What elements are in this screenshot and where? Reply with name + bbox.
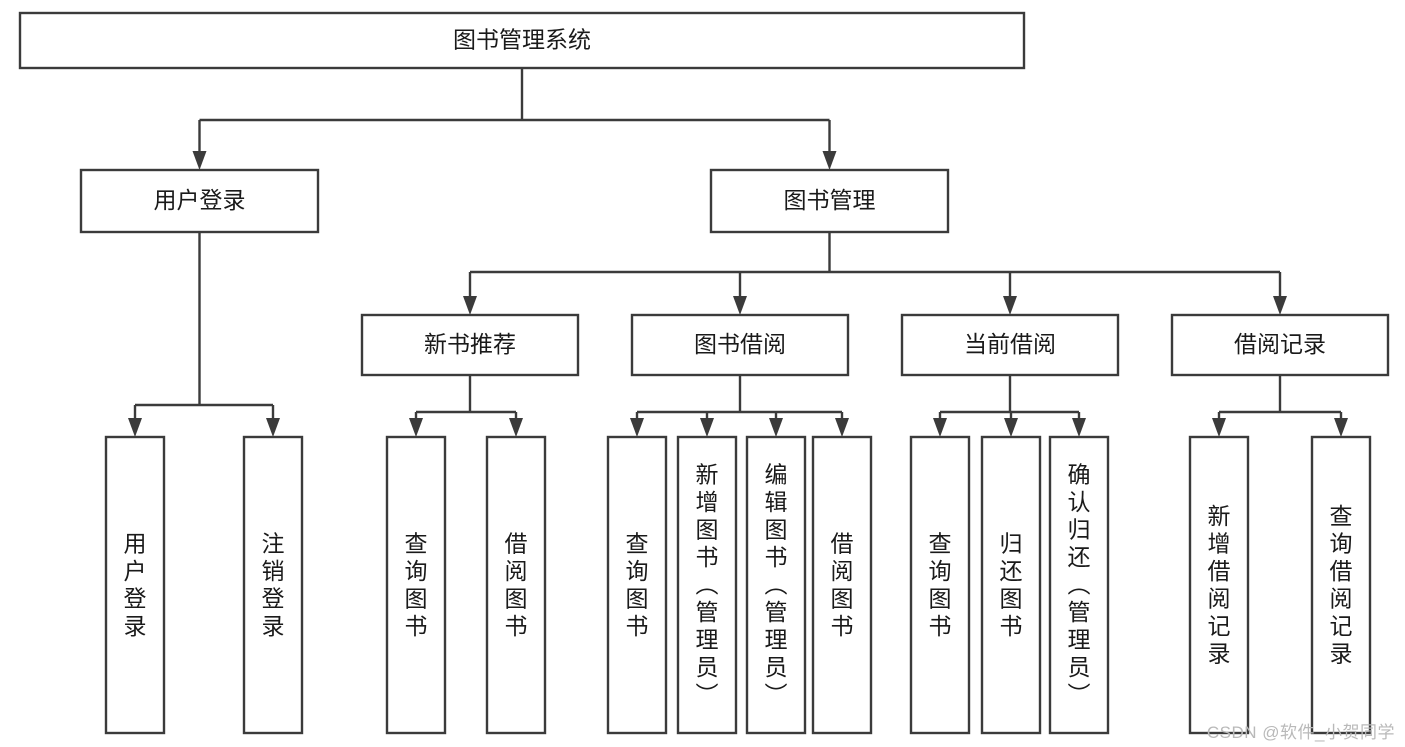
node-label: 查询借阅记录 <box>1330 503 1353 667</box>
node-box <box>104 435 166 735</box>
node-box <box>79 168 320 234</box>
watermark-text: CSDN @软件_小贺同学 <box>1206 723 1395 742</box>
node-label: 图书借阅 <box>694 331 786 357</box>
node-leaf-edit-book[interactable]: 编辑图书︵管理员︶ <box>745 435 807 735</box>
node-leaf-query-book-1[interactable]: 查询图书 <box>385 435 447 735</box>
node-book-borrow[interactable]: 图书借阅 <box>630 313 850 377</box>
node-box <box>242 435 304 735</box>
node-label: 图书管理 <box>784 187 876 213</box>
node-user-login[interactable]: 用户登录 <box>79 168 320 234</box>
node-box <box>1170 313 1390 377</box>
node-label: 当前借阅 <box>964 331 1056 357</box>
node-box <box>1310 435 1372 735</box>
node-box <box>485 435 547 735</box>
node-label: 图书管理系统 <box>453 27 591 53</box>
node-leaf-return-book[interactable]: 归还图书 <box>980 435 1042 735</box>
node-box <box>676 435 738 735</box>
node-box <box>385 435 447 735</box>
node-leaf-add-record[interactable]: 新增借阅记录 <box>1188 435 1250 735</box>
node-label: 归还图书 <box>1000 530 1023 639</box>
node-leaf-add-book[interactable]: 新增图书︵管理员︶ <box>676 435 738 735</box>
node-label: 查询图书 <box>405 530 428 639</box>
node-box <box>1048 435 1110 735</box>
node-borrow-record[interactable]: 借阅记录 <box>1170 313 1390 377</box>
node-root[interactable]: 图书管理系统 <box>18 11 1026 70</box>
node-new-book-rec[interactable]: 新书推荐 <box>360 313 580 377</box>
node-box <box>811 435 873 735</box>
node-box <box>980 435 1042 735</box>
node-box <box>1188 435 1250 735</box>
node-label: 注销登录 <box>262 530 285 639</box>
node-box <box>900 313 1120 377</box>
node-leaf-query-book-2[interactable]: 查询图书 <box>606 435 668 735</box>
node-label: 借阅记录 <box>1234 331 1326 357</box>
node-label: 借阅图书 <box>505 530 528 639</box>
node-leaf-query-record[interactable]: 查询借阅记录 <box>1310 435 1372 735</box>
node-box <box>360 313 580 377</box>
node-label: 新增图书︵管理员︶ <box>696 462 719 708</box>
node-box <box>745 435 807 735</box>
node-box <box>18 11 1026 70</box>
node-label: 确认归还︵管理员︶ <box>1068 462 1091 708</box>
node-label: 新书推荐 <box>424 331 516 357</box>
node-box <box>909 435 971 735</box>
node-label: 新增借阅记录 <box>1208 503 1231 667</box>
node-leaf-logout[interactable]: 注销登录 <box>242 435 304 735</box>
node-box <box>630 313 850 377</box>
node-book-manage[interactable]: 图书管理 <box>709 168 950 234</box>
node-box <box>709 168 950 234</box>
node-label: 用户登录 <box>154 187 246 213</box>
node-label: 借阅图书 <box>831 530 854 639</box>
node-label: 编辑图书︵管理员︶ <box>765 462 788 708</box>
node-label: 查询图书 <box>929 530 952 639</box>
node-current-borrow[interactable]: 当前借阅 <box>900 313 1120 377</box>
node-leaf-borrow-book-2[interactable]: 借阅图书 <box>811 435 873 735</box>
node-leaf-confirm-return[interactable]: 确认归还︵管理员︶ <box>1048 435 1110 735</box>
node-box <box>606 435 668 735</box>
node-leaf-query-book-3[interactable]: 查询图书 <box>909 435 971 735</box>
node-leaf-borrow-book-1[interactable]: 借阅图书 <box>485 435 547 735</box>
node-label: 查询图书 <box>626 530 649 639</box>
node-leaf-user-login[interactable]: 用户登录 <box>104 435 166 735</box>
node-label: 用户登录 <box>124 530 147 639</box>
